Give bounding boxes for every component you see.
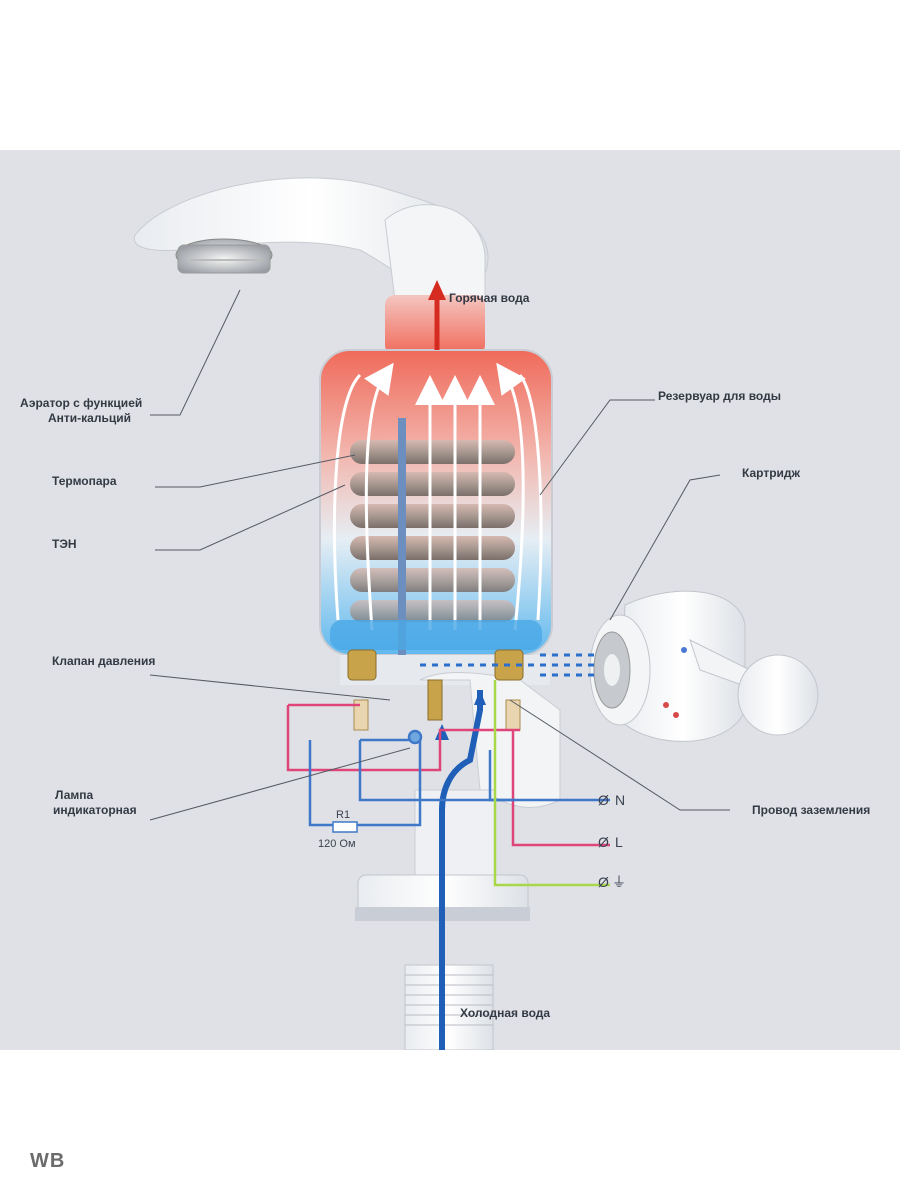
terminal-l-label: L — [615, 834, 623, 850]
terminal-n: Ø N — [598, 792, 625, 808]
label-thermocouple: Термопара — [52, 474, 117, 488]
faucet-spout-icon — [133, 177, 489, 301]
terminal-n-label: N — [615, 792, 625, 808]
terminal-l-prefix: Ø — [598, 834, 609, 850]
label-cold-water: Холодная вода — [460, 1006, 550, 1020]
label-reservoir: Резервуар для воды — [658, 389, 781, 403]
label-cartridge: Картридж — [742, 466, 801, 480]
cartridge-lever-icon — [589, 590, 819, 742]
hot-water-arrow-icon — [428, 280, 446, 350]
cold-water-pipe — [420, 653, 600, 1050]
label-aerator-line1: Аэратор с функцией — [20, 396, 142, 410]
terminal-n-prefix: Ø — [598, 792, 609, 808]
thermocouple-rod — [398, 418, 406, 658]
label-lamp-line2: индикаторная — [53, 803, 137, 817]
flow-arrows — [333, 362, 543, 631]
heating-coil-icon — [350, 440, 515, 622]
label-hot-water: Горячая вода — [449, 291, 530, 305]
diagram-panel: R1 120 Ом Ø N Ø L Ø ⏚ Горячая вода Аэрат… — [0, 150, 900, 1050]
terminal-l: Ø L — [598, 834, 623, 850]
wiring — [286, 680, 610, 887]
resistor-icon — [332, 821, 358, 833]
indicator-lamp-icon — [407, 729, 423, 745]
leader-lines — [149, 289, 730, 821]
label-lamp-line1: Лампа — [55, 788, 94, 802]
resistor-value: 120 Ом — [318, 838, 356, 850]
label-ground-wire: Провод заземления — [752, 803, 870, 817]
resistor-name: R1 — [336, 809, 350, 821]
label-pressure-valve: Клапан давления — [52, 654, 155, 668]
terminal-ground: Ø ⏚ — [598, 874, 626, 890]
footer-brand: WB — [30, 1150, 66, 1172]
label-aerator-line2: Анти-кальций — [48, 411, 131, 425]
water-tank-icon — [319, 349, 553, 658]
label-heater: ТЭН — [52, 537, 77, 551]
terminal-ground-prefix: Ø — [598, 874, 609, 890]
ground-icon: ⏚ — [612, 874, 626, 890]
pressure-valve-icon — [427, 679, 443, 721]
